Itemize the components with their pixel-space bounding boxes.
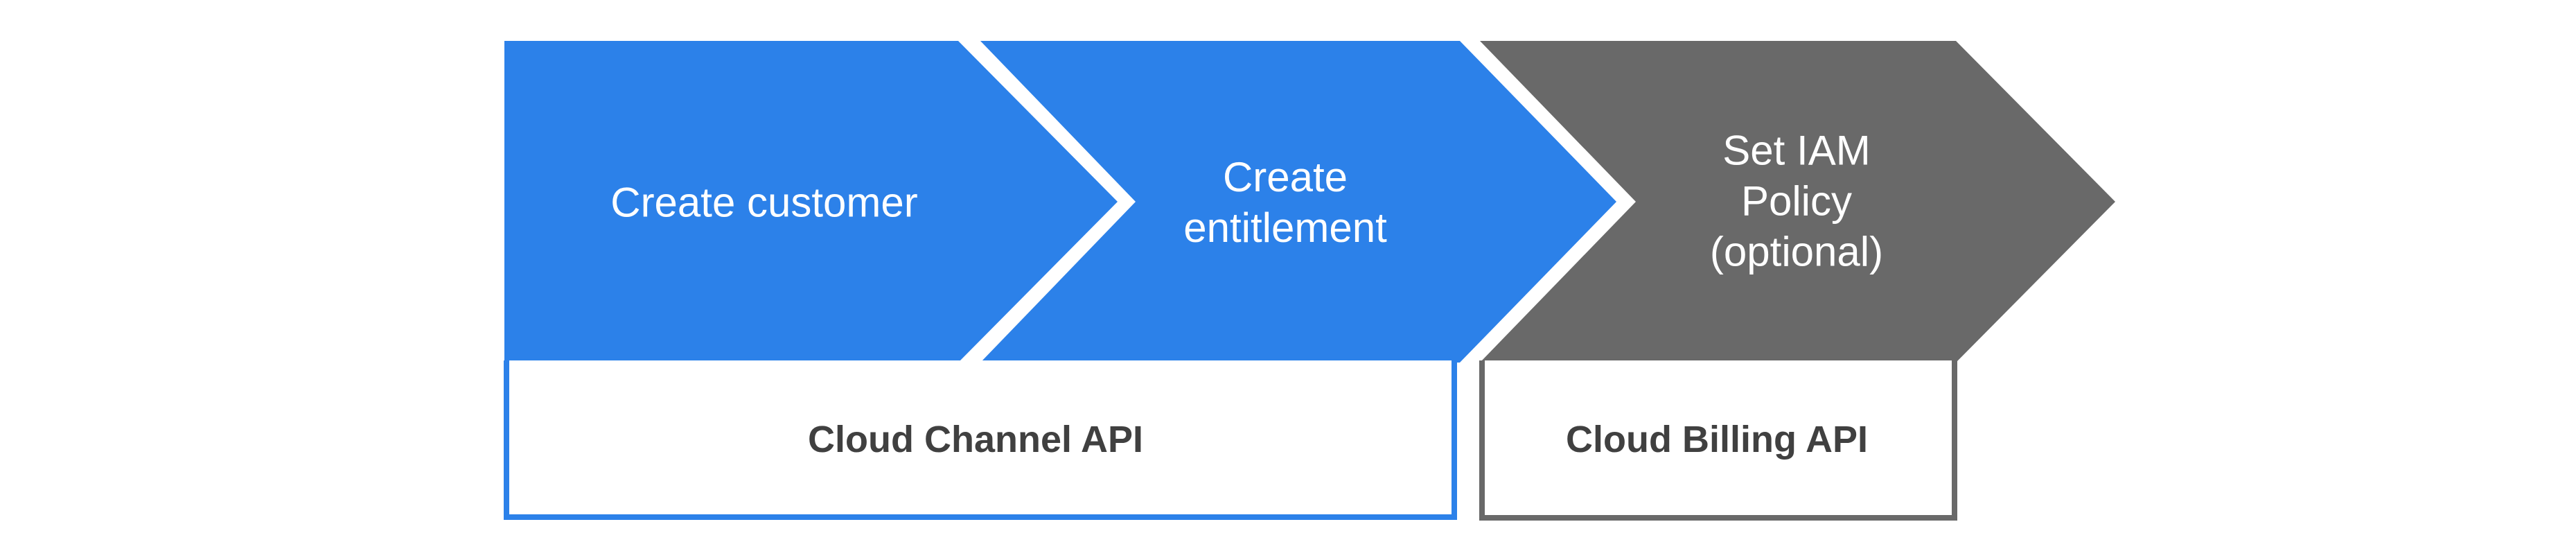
arrow-step-create-entitlement	[980, 41, 1616, 363]
api-box-label-cloud-billing: Cloud Billing API	[1566, 419, 1868, 460]
api-box-label-cloud-channel: Cloud Channel API	[808, 419, 1143, 460]
step-label-set-iam-policy: Set IAM Policy (optional)	[1709, 127, 1884, 275]
api-box-cloud-channel	[504, 360, 1457, 520]
step-label-create-customer: Create customer	[610, 179, 918, 226]
api-box-cloud-billing	[1479, 360, 1957, 521]
arrow-step-create-customer	[504, 41, 1118, 363]
arrow-step-set-iam-policy	[1480, 41, 2115, 363]
step-label-create-entitlement: Create entitlement	[1183, 154, 1387, 251]
